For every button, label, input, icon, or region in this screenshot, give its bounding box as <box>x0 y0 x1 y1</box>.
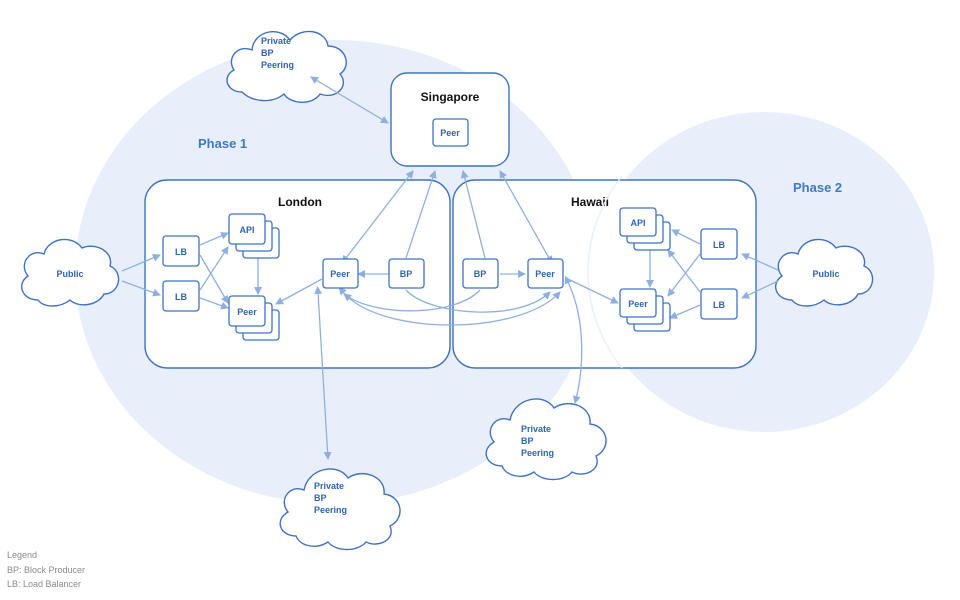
hawaii-api-label: API <box>630 218 645 228</box>
hawaii-title: Hawaii <box>571 195 609 209</box>
arrow-bp-hawaii-peer-london <box>343 289 481 312</box>
bp-label: BP <box>261 48 274 58</box>
hawaii-lb-1 <box>700 228 738 260</box>
arrow-peer-peer-cross <box>338 286 561 326</box>
hawaii-api-stack <box>619 207 671 251</box>
phase-2-label: Phase 2 <box>793 180 842 195</box>
arrow-peer-singapore-l <box>341 170 414 264</box>
arrow-lb2-peer <box>199 297 229 310</box>
public-cloud-left <box>20 238 120 307</box>
arrow-public-lb2 <box>121 280 161 297</box>
hawaii-peer-label: Peer <box>535 269 555 279</box>
arrow-bp-london-peer-hawaii <box>405 289 551 313</box>
london-lb-1-label: LB <box>175 247 187 257</box>
phase-2-boundary <box>587 175 623 369</box>
public-cloud-right <box>774 238 874 307</box>
hawaii-peer-stack-label: Peer <box>628 299 648 309</box>
arrow-peer-cloud-br <box>564 275 583 404</box>
connections <box>121 76 779 460</box>
public-label-left: Public <box>56 269 83 279</box>
arrow-bp-singapore-l <box>405 170 437 259</box>
hawaii-bp-node <box>462 258 499 289</box>
arrow-lb2h-api <box>667 249 701 293</box>
arrow-cloud-singapore <box>309 76 389 124</box>
peering-label-bl: Peering <box>314 505 347 515</box>
peering-label: Peering <box>261 60 294 70</box>
private-label-br: Private <box>521 424 551 434</box>
phase-1-label: Phase 1 <box>198 136 247 151</box>
arrow-peer-peerstack-hawaii <box>569 279 619 304</box>
london-api-stack <box>228 213 280 259</box>
bp-label-br: BP <box>521 436 534 446</box>
london-title: London <box>278 195 322 209</box>
arrow-public-lb2-h <box>741 280 779 299</box>
bp-label-bl: BP <box>314 493 327 503</box>
legend-bp: BP: Block Producer <box>7 564 86 575</box>
legend-lb: LB: Load Balancer <box>7 579 82 589</box>
legend-title: Legend <box>7 550 38 560</box>
hawaii-lb-1-label: LB <box>713 240 725 250</box>
hawaii-peer-node <box>527 258 564 289</box>
singapore-title: Singapore <box>421 90 480 104</box>
arrow-peer-peerstack-london <box>275 278 323 305</box>
arrow-lb1h-api <box>671 229 701 245</box>
arrow-lb1-api <box>199 232 229 246</box>
london-lb-2-label: LB <box>175 292 187 302</box>
london-peer-label: Peer <box>330 269 350 279</box>
london-peer-node <box>322 258 359 289</box>
hawaii-peer-stack <box>619 288 671 332</box>
singapore-peer-node <box>432 118 469 147</box>
hawaii-lb-2-label: LB <box>713 300 725 310</box>
hawaii-bp-label: BP <box>474 269 487 279</box>
private-label: Private <box>261 36 291 46</box>
arrow-lb1h-peer <box>667 253 701 297</box>
arrow-peer-cloud-bl <box>314 286 332 460</box>
arrow-peer-singapore-h <box>499 170 553 265</box>
london-peer-stack <box>228 295 280 341</box>
legend: Legend BP: Block Producer LB: Load Balan… <box>7 548 85 592</box>
peering-label-br: Peering <box>521 448 554 458</box>
arrow-public-lb1-h <box>741 253 779 271</box>
london-peer-stack-label: Peer <box>237 307 257 317</box>
london-bp-label: BP <box>400 269 413 279</box>
hawaii-lb-2 <box>700 288 738 320</box>
arrow-lb1-peer <box>199 254 229 304</box>
london-bp-node <box>388 258 425 289</box>
public-label-right: Public <box>812 269 839 279</box>
arrow-public-lb1 <box>121 254 161 272</box>
arrow-lb2-api <box>199 246 229 291</box>
arrow-bp-singapore-h <box>460 170 486 259</box>
private-bp-peering-cloud-bottom-right <box>485 398 607 481</box>
private-bp-peering-cloud-bottom-left <box>279 468 401 551</box>
arrow-lb2h-peer <box>669 304 701 319</box>
london-api-label: API <box>239 225 254 235</box>
singapore-peer-label: Peer <box>440 128 460 138</box>
london-lb-2 <box>162 280 200 312</box>
private-label-bl: Private <box>314 481 344 491</box>
london-lb-1 <box>162 235 200 267</box>
